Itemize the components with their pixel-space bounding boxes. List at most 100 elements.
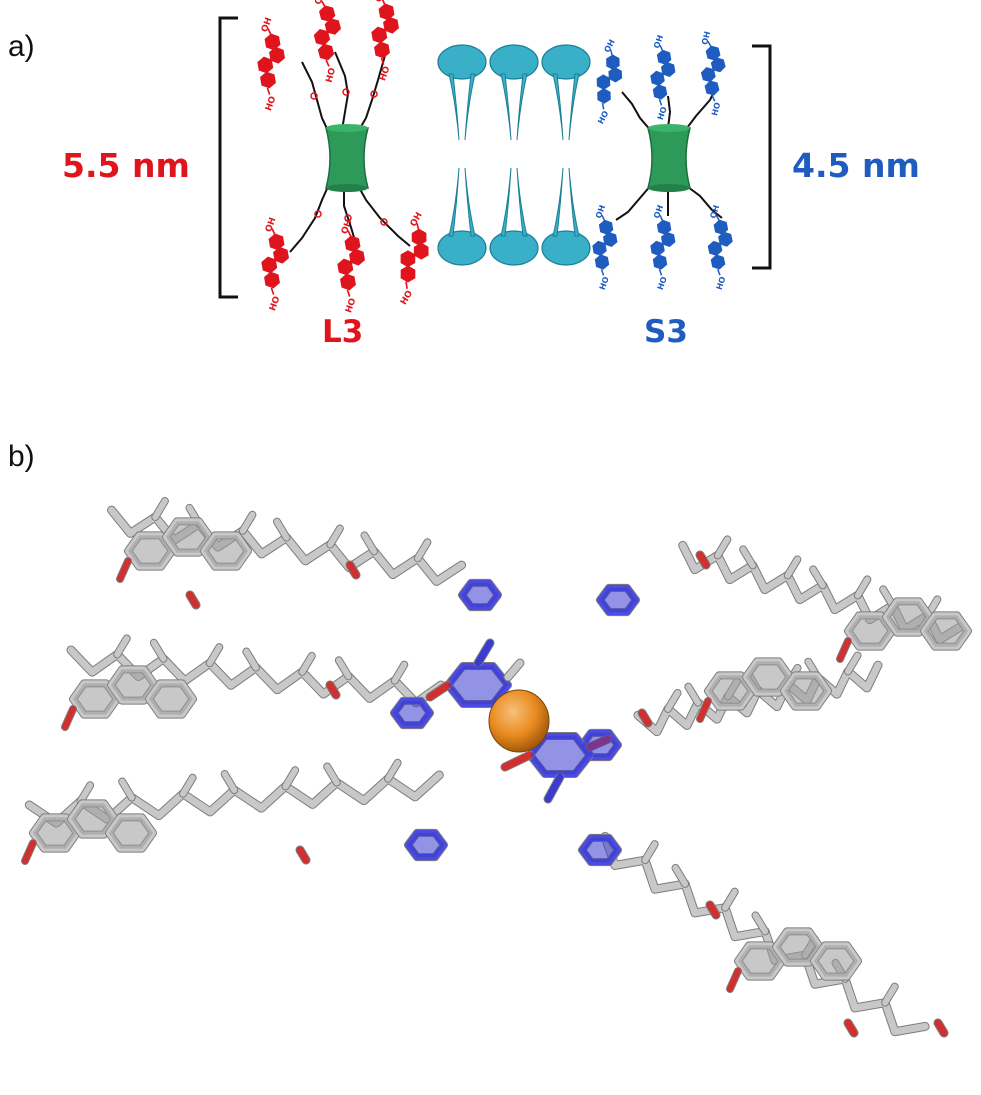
ring-face (708, 675, 752, 707)
hydroxyl-label: OH (374, 0, 388, 4)
hydroxyl-label: HO (399, 289, 415, 307)
bond (697, 698, 711, 722)
lipid-tail (464, 73, 476, 141)
bond (714, 536, 731, 559)
left-dimension-label: 5.5 nm (62, 146, 190, 185)
hydroxyl-label: OH (264, 216, 278, 233)
hydroxyl-label: OH (340, 218, 354, 235)
bond (22, 840, 36, 864)
bond (326, 681, 340, 699)
left-compound-name: L3 (322, 314, 364, 350)
ring-face (109, 817, 153, 849)
ring-face (582, 837, 618, 863)
bond (77, 782, 94, 805)
bond (114, 635, 130, 658)
bond (273, 518, 290, 541)
ring-faces (33, 521, 968, 977)
bond (722, 888, 738, 911)
ring-face (582, 732, 618, 758)
bond (327, 525, 343, 548)
bond (810, 566, 826, 589)
bond (880, 586, 896, 609)
ring-face (33, 817, 77, 849)
bond (282, 767, 299, 790)
ring-face (166, 521, 210, 553)
hydroxyl-label: HO (264, 95, 279, 113)
bond (296, 846, 310, 864)
lipid-tail (568, 167, 580, 237)
lipid-head-top (489, 44, 539, 80)
s3-core (647, 127, 691, 189)
ring-face (530, 735, 590, 775)
hydroxyl-label: HO (325, 66, 339, 83)
l3-tails (289, 51, 411, 253)
bond (239, 511, 256, 534)
bond (474, 639, 494, 667)
bond (696, 551, 710, 569)
hydroxyl-label: HO (598, 275, 611, 291)
ring-face (886, 601, 930, 633)
ring-face (776, 931, 820, 963)
bond (638, 709, 652, 727)
bond (426, 681, 452, 701)
bond (62, 706, 76, 730)
bond (685, 683, 701, 706)
panel-b-label: b) (8, 440, 35, 473)
panel-b-molecular-model (21, 496, 972, 1038)
s3-core-bottom (648, 184, 690, 192)
bond (206, 644, 223, 667)
bond (837, 638, 851, 662)
bond (152, 497, 168, 520)
lipid-tail (552, 73, 564, 141)
ring-face (111, 669, 155, 701)
bond (117, 558, 131, 582)
bond (414, 539, 431, 562)
bond (501, 751, 534, 771)
bond (180, 774, 196, 797)
lipid-head-top (541, 44, 591, 80)
hydroxyl-label: HO (596, 109, 610, 125)
l3-ester-oxygens (310, 88, 388, 226)
hydroxyl-label: OH (652, 34, 665, 50)
lipid-tail (500, 73, 512, 141)
bond (740, 546, 756, 569)
ring-face (71, 803, 115, 835)
bond (727, 968, 741, 992)
hydroxyl-label: OH (652, 204, 665, 220)
hydroxyl-label: OH (409, 211, 425, 229)
l3-core-top (326, 124, 368, 132)
bond (186, 591, 200, 609)
hydroxyl-label: HO (344, 297, 359, 315)
hydroxyl-label: HO (715, 275, 728, 291)
ring-face (73, 683, 117, 715)
bond (882, 983, 898, 1006)
bond (664, 689, 681, 712)
bond (391, 661, 408, 684)
ring-face (814, 945, 858, 977)
s3-core-top (648, 124, 690, 132)
ring-face (408, 832, 444, 858)
lipid-tail (516, 167, 528, 237)
bond (934, 1019, 948, 1037)
ring-face (462, 582, 498, 608)
lipid-head-bottom (437, 230, 487, 266)
bond (299, 652, 315, 675)
bond (324, 763, 340, 786)
hydroxyl-label: HO (378, 65, 393, 83)
ring-face (448, 665, 508, 705)
s3-tails (615, 87, 723, 221)
bond (385, 759, 401, 782)
ring-face (394, 700, 430, 726)
panel-a-label: a) (8, 30, 35, 63)
